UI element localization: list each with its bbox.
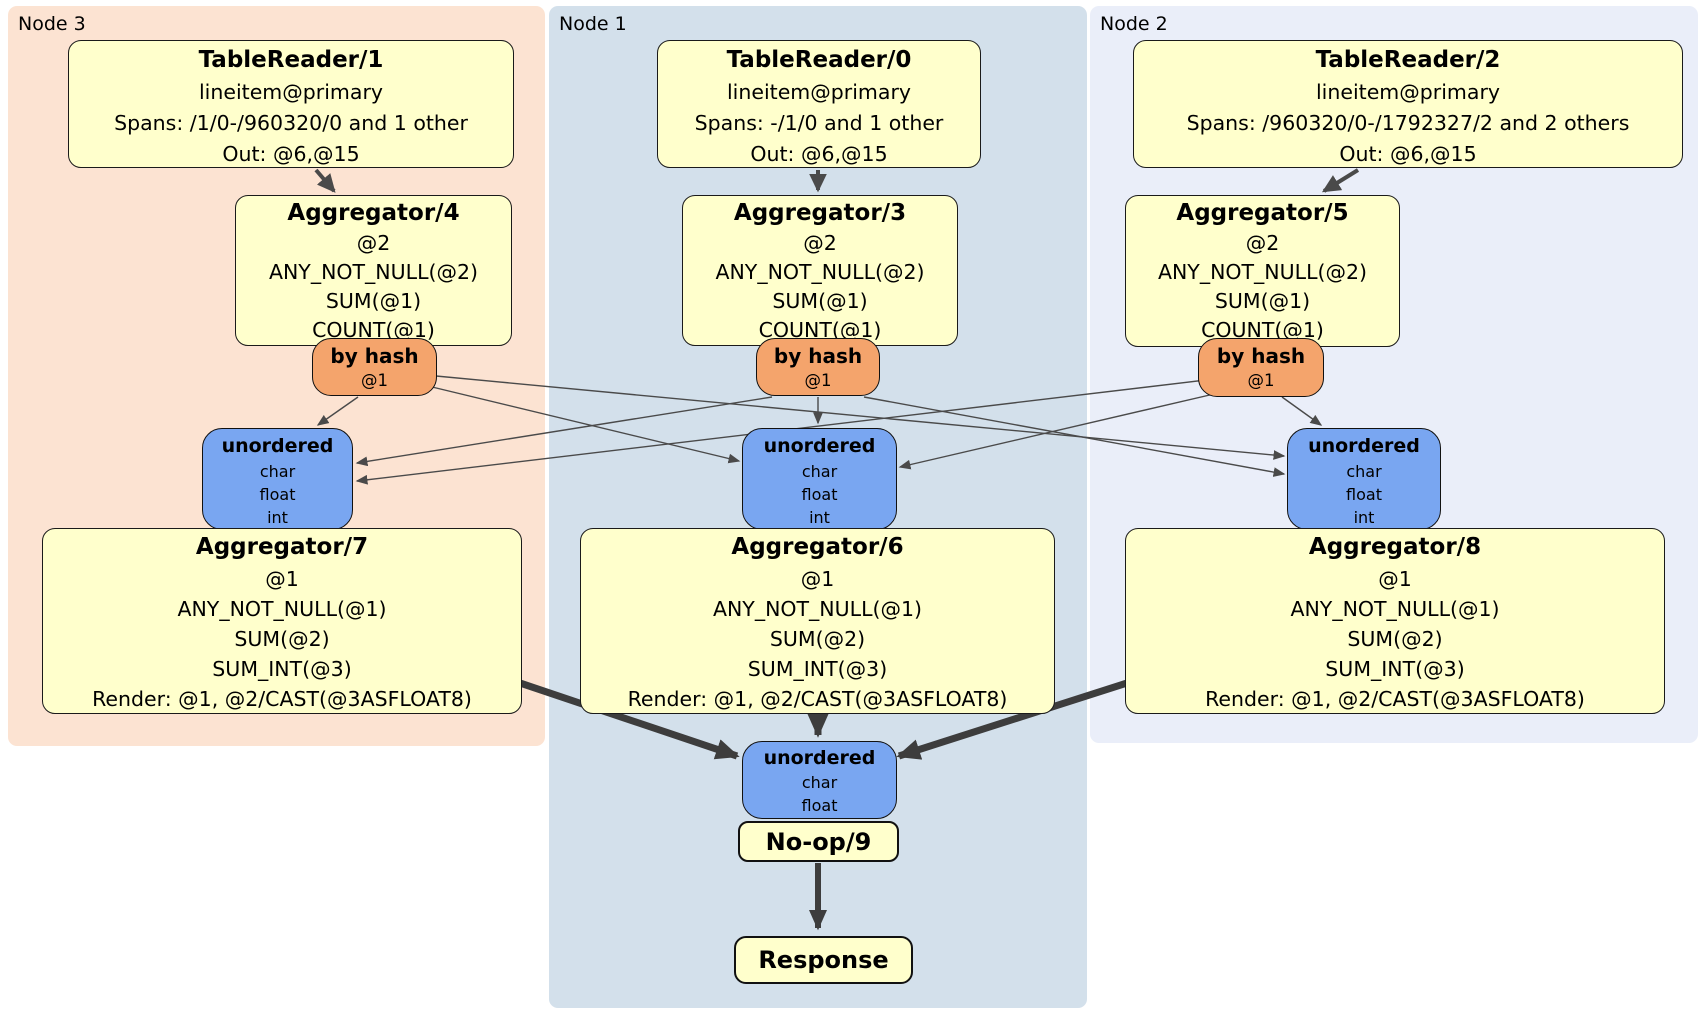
box-row: Spans: -/1/0 and 1 other bbox=[694, 111, 944, 135]
edge-hashL-syncL bbox=[316, 396, 359, 426]
box-row: ANY_NOT_NULL(@2) bbox=[1157, 260, 1368, 284]
table-reader-2-box: TableReader/2 lineitem@primary Spans: /9… bbox=[1133, 40, 1683, 168]
unordered-sync-box: unordered char float int bbox=[1287, 428, 1441, 530]
noop-box: No-op/9 bbox=[738, 821, 899, 862]
box-title: unordered bbox=[221, 435, 334, 457]
box-row: lineitem@primary bbox=[1315, 80, 1501, 104]
box-row: Out: @6,@15 bbox=[750, 142, 888, 166]
aggregator-6-box: Aggregator/6 @1 ANY_NOT_NULL(@1) SUM(@2)… bbox=[580, 528, 1055, 714]
box-row: int bbox=[1353, 508, 1375, 527]
node-label: Node 1 bbox=[559, 13, 627, 35]
unordered-sync-box: unordered char float int bbox=[742, 428, 897, 530]
edge-tr1-agg4 bbox=[314, 168, 336, 193]
edge-agg7-final bbox=[518, 679, 740, 760]
node-label: Node 2 bbox=[1100, 13, 1168, 35]
box-row: Render: @1, @2/CAST(@3ASFLOAT8) bbox=[92, 687, 472, 711]
box-row: Out: @6,@15 bbox=[1339, 142, 1477, 166]
edge-hashL-syncC bbox=[427, 385, 741, 464]
box-title: by hash bbox=[330, 344, 419, 368]
box-row: Spans: /960320/0-/1792327/2 and 2 others bbox=[1186, 111, 1630, 135]
box-title: Aggregator/6 bbox=[731, 534, 904, 560]
unordered-sync-box: unordered char float int bbox=[202, 428, 353, 530]
aggregator-5-box: Aggregator/5 @2 ANY_NOT_NULL(@2) SUM(@1)… bbox=[1125, 195, 1400, 347]
box-title: TableReader/1 bbox=[198, 47, 384, 73]
aggregator-3-box: Aggregator/3 @2 ANY_NOT_NULL(@2) SUM(@1)… bbox=[682, 195, 958, 346]
box-row: SUM(@1) bbox=[1214, 289, 1311, 313]
hash-router-box: by hash @1 bbox=[756, 338, 880, 396]
box-title: Aggregator/5 bbox=[1176, 200, 1349, 226]
response-box: Response bbox=[734, 936, 913, 984]
hash-router-box: by hash @1 bbox=[312, 338, 437, 396]
box-row: SUM(@1) bbox=[772, 289, 868, 313]
box-row: SUM(@2) bbox=[1347, 627, 1443, 651]
aggregator-7-box: Aggregator/7 @1 ANY_NOT_NULL(@1) SUM(@2)… bbox=[42, 528, 522, 714]
edge-hashL-syncR bbox=[435, 375, 1286, 460]
node-label: Node 3 bbox=[18, 13, 86, 35]
box-row: ANY_NOT_NULL(@1) bbox=[712, 597, 923, 621]
table-reader-0-box: TableReader/0 lineitem@primary Spans: -/… bbox=[657, 40, 981, 168]
box-row: Out: @6,@15 bbox=[222, 142, 360, 166]
box-row: @1 bbox=[1378, 567, 1412, 591]
box-row: Spans: /1/0-/960320/0 and 1 other bbox=[114, 111, 468, 135]
box-row: SUM_INT(@3) bbox=[747, 657, 888, 681]
box-row: SUM_INT(@3) bbox=[1325, 657, 1465, 681]
box-row: SUM_INT(@3) bbox=[212, 657, 352, 681]
box-title: by hash bbox=[1216, 344, 1306, 368]
box-row: Render: @1, @2/CAST(@3ASFLOAT8) bbox=[1205, 687, 1585, 711]
box-row: ANY_NOT_NULL(@2) bbox=[268, 260, 479, 284]
box-row: @1 bbox=[361, 371, 388, 390]
box-row: lineitem@primary bbox=[726, 80, 912, 104]
box-row: Render: @1, @2/CAST(@3ASFLOAT8) bbox=[627, 687, 1008, 711]
hash-router-box: by hash @1 bbox=[1198, 338, 1324, 397]
box-title: Aggregator/7 bbox=[195, 534, 369, 560]
box-row: ANY_NOT_NULL(@2) bbox=[715, 260, 925, 284]
box-row: @2 bbox=[803, 231, 837, 255]
box-row: ANY_NOT_NULL(@1) bbox=[177, 597, 387, 621]
box-row: @1 bbox=[804, 371, 832, 390]
box-row: @2 bbox=[356, 231, 391, 255]
box-row: float bbox=[259, 485, 296, 504]
box-row: int bbox=[267, 508, 288, 527]
edge-hashC-syncR bbox=[863, 396, 1286, 477]
box-row: ANY_NOT_NULL(@1) bbox=[1290, 597, 1500, 621]
box-row: char bbox=[801, 773, 838, 792]
aggregator-8-box: Aggregator/8 @1 ANY_NOT_NULL(@1) SUM(@2)… bbox=[1125, 528, 1665, 714]
final-unordered-sync-box: unordered char float bbox=[742, 741, 897, 819]
box-row: @1 bbox=[800, 567, 835, 591]
box-title: Response bbox=[758, 946, 889, 974]
edge-agg8-final bbox=[896, 679, 1129, 760]
box-title: unordered bbox=[763, 435, 876, 457]
box-row: SUM(@2) bbox=[769, 627, 866, 651]
box-row: @1 bbox=[265, 567, 299, 591]
box-title: Aggregator/8 bbox=[1308, 534, 1482, 560]
edge-hashR-syncC bbox=[898, 393, 1215, 470]
box-row: char bbox=[1346, 462, 1382, 481]
aggregator-4-box: Aggregator/4 @2 ANY_NOT_NULL(@2) SUM(@1)… bbox=[235, 195, 512, 346]
box-title: Aggregator/4 bbox=[287, 200, 460, 226]
edge-hashC-syncL bbox=[355, 396, 773, 467]
box-row: char bbox=[259, 462, 296, 481]
box-title: TableReader/0 bbox=[726, 47, 912, 73]
box-title: unordered bbox=[763, 747, 876, 769]
box-title: unordered bbox=[1308, 435, 1420, 457]
box-title: TableReader/2 bbox=[1315, 47, 1501, 73]
table-reader-1-box: TableReader/1 lineitem@primary Spans: /1… bbox=[68, 40, 514, 168]
box-row: SUM(@2) bbox=[234, 627, 330, 651]
box-row: char bbox=[801, 462, 838, 481]
box-row: @1 bbox=[1247, 371, 1275, 390]
box-title: Aggregator/3 bbox=[733, 200, 907, 226]
box-row: SUM(@1) bbox=[325, 289, 422, 313]
box-row: float bbox=[801, 485, 838, 504]
box-row: int bbox=[809, 508, 830, 527]
edge-hashR-syncR bbox=[1281, 396, 1323, 426]
box-row: float bbox=[801, 796, 838, 815]
box-row: @2 bbox=[1245, 231, 1280, 255]
box-title: No-op/9 bbox=[765, 828, 872, 856]
box-title: by hash bbox=[773, 344, 863, 368]
edge-tr2-agg5 bbox=[1321, 168, 1360, 193]
box-row: float bbox=[1346, 485, 1382, 504]
box-row: lineitem@primary bbox=[198, 80, 384, 104]
